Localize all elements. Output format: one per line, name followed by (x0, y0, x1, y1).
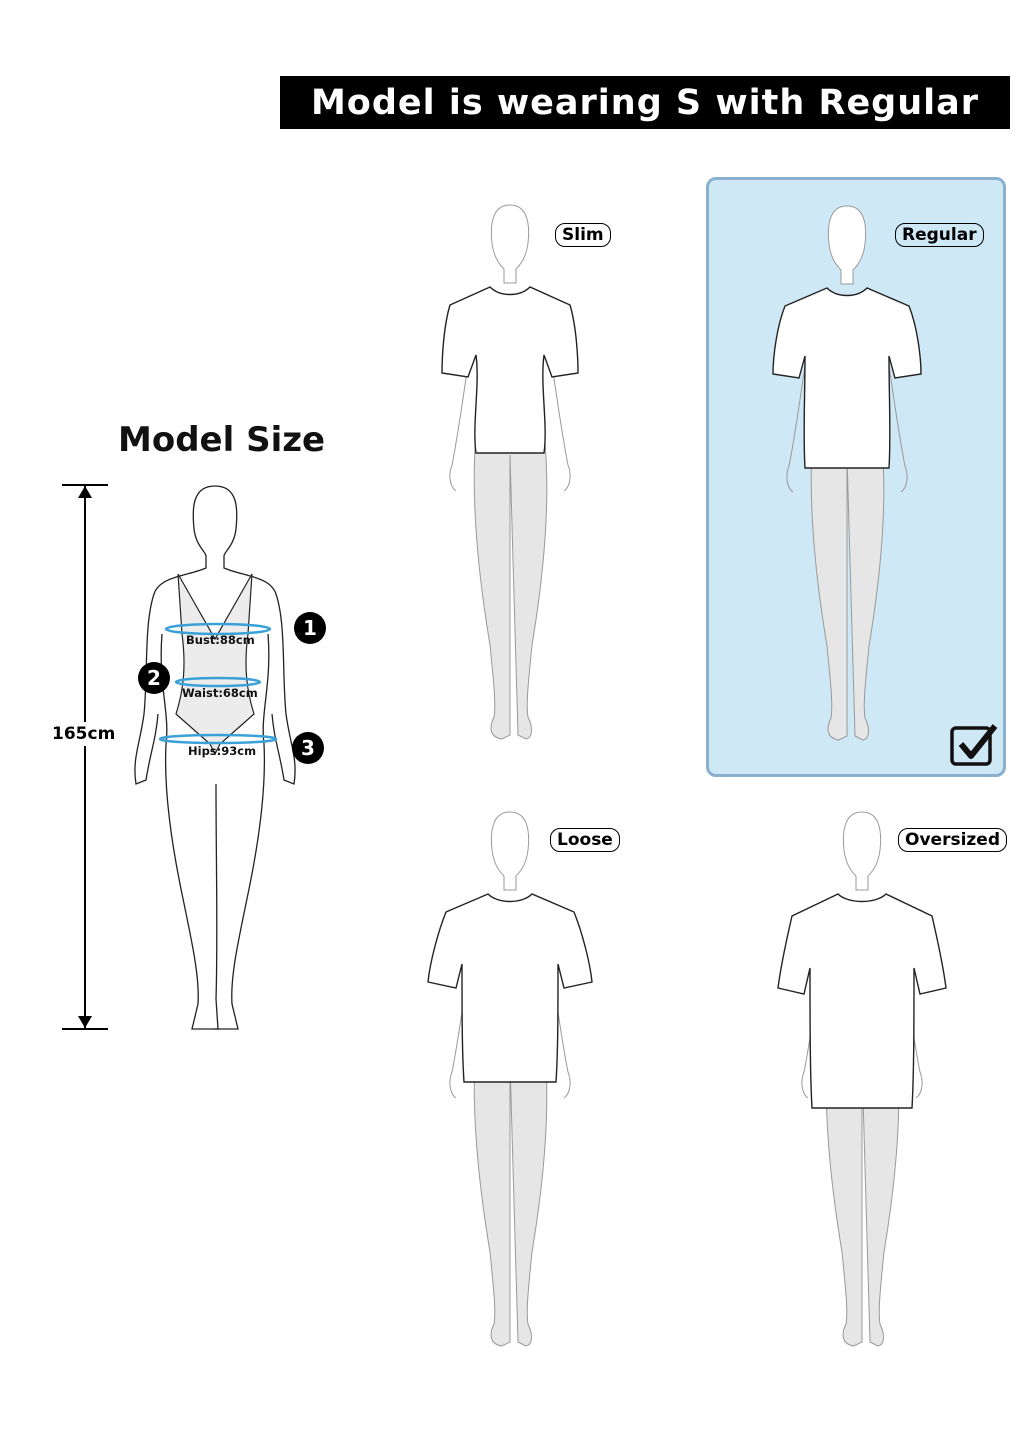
bust-label: Bust:88cm (186, 633, 255, 647)
checkbox-checked-icon (950, 724, 998, 766)
fit-card-slim[interactable]: Slim (410, 180, 710, 780)
oversized-figure (777, 811, 947, 1347)
hips-label: Hips:93cm (188, 744, 257, 758)
slim-figure (441, 204, 579, 740)
fit-label-oversized: Oversized (898, 828, 1007, 852)
model-wearing-banner: Model is wearing S with Regular (280, 76, 1010, 129)
waist-label: Waist:68cm (182, 686, 258, 700)
model-size-title: Model Size (118, 420, 326, 460)
height-line (84, 486, 86, 1030)
fit-card-oversized[interactable]: Oversized (720, 790, 1020, 1390)
height-top-tick (62, 484, 108, 486)
bust-number-badge: 1 (294, 612, 326, 644)
fit-card-loose[interactable]: Loose (410, 790, 710, 1390)
model-body-figure (134, 485, 296, 1030)
loose-figure (427, 811, 593, 1347)
height-label: 165cm (50, 722, 118, 746)
fit-card-regular[interactable]: Regular (706, 177, 1006, 777)
regular-figure (772, 205, 922, 741)
arrow-up-icon (78, 486, 92, 498)
fit-label-regular: Regular (895, 223, 984, 247)
waist-number-badge: 2 (138, 662, 170, 694)
arrow-down-icon (78, 1016, 92, 1028)
fit-label-slim: Slim (555, 223, 611, 247)
fit-label-loose: Loose (550, 828, 620, 852)
hips-number-badge: 3 (292, 732, 324, 764)
